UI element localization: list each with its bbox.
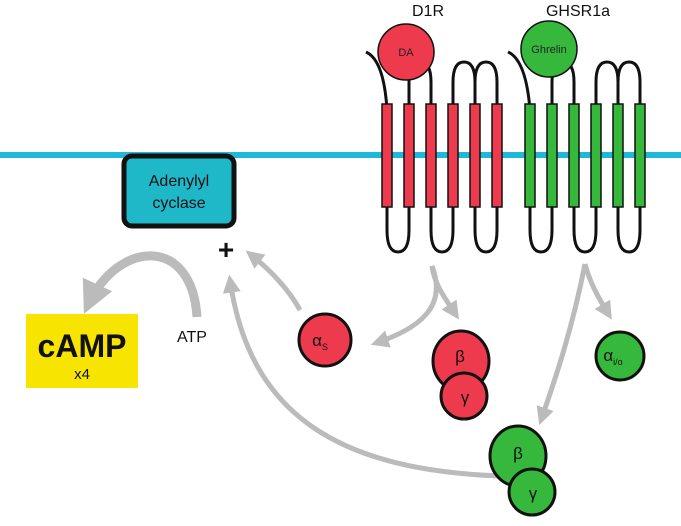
atp-to-camp-arrow [82, 251, 202, 318]
ghrelin-gamma-label: γ [529, 484, 538, 503]
ghsr1a-to-beta-gamma-arrow [536, 263, 588, 426]
camp-multiplier: x4 [74, 366, 90, 383]
d1r-helices [381, 103, 503, 208]
ghsr1a-helices [524, 103, 646, 208]
activation-plus: + [218, 234, 234, 265]
adenylyl-cyclase-box [121, 153, 237, 229]
d1r-to-beta-gamma-arrow [429, 265, 459, 320]
camp-box [26, 314, 138, 388]
dopamine-ligand [377, 23, 435, 81]
ghsr1a-label: GHSR1a [546, 3, 610, 20]
adenylyl-cyclase-line1: Adenylyl [149, 173, 209, 190]
ghsr1a-to-alpha-io-arrow [582, 263, 612, 320]
atp-label: ATP [177, 329, 207, 346]
alpha-io-subunit [594, 330, 646, 382]
camp-label: cAMP [38, 328, 127, 364]
ghrelin-beta-label: β [513, 444, 523, 463]
d1r-gamma-label: γ [461, 388, 470, 407]
ghrelin-ligand-label: Ghrelin [531, 44, 566, 56]
d1r-to-alpha-s-arrow [370, 265, 439, 348]
d1r-beta-label: β [455, 347, 465, 366]
adenylyl-cyclase-line2: cyclase [152, 195, 205, 212]
ghrelin-ligand [520, 20, 578, 78]
ghsr1a-backbone [507, 50, 642, 254]
d1r-gamma-subunit [439, 371, 489, 421]
ghrelin-beta-gamma-to-cyclase-arrow [222, 274, 501, 479]
ghrelin-gamma-subunit [507, 467, 557, 517]
alpha-s-label: αS [312, 331, 328, 352]
alpha-io-label: αi/o [603, 346, 622, 367]
d1r-label: D1R [412, 3, 444, 20]
alpha-s-to-cyclase-arrow [245, 250, 303, 312]
alpha-s-subunit [297, 312, 353, 368]
dopamine-ligand-label: DA [398, 47, 414, 59]
d1r-backbone [365, 50, 499, 254]
